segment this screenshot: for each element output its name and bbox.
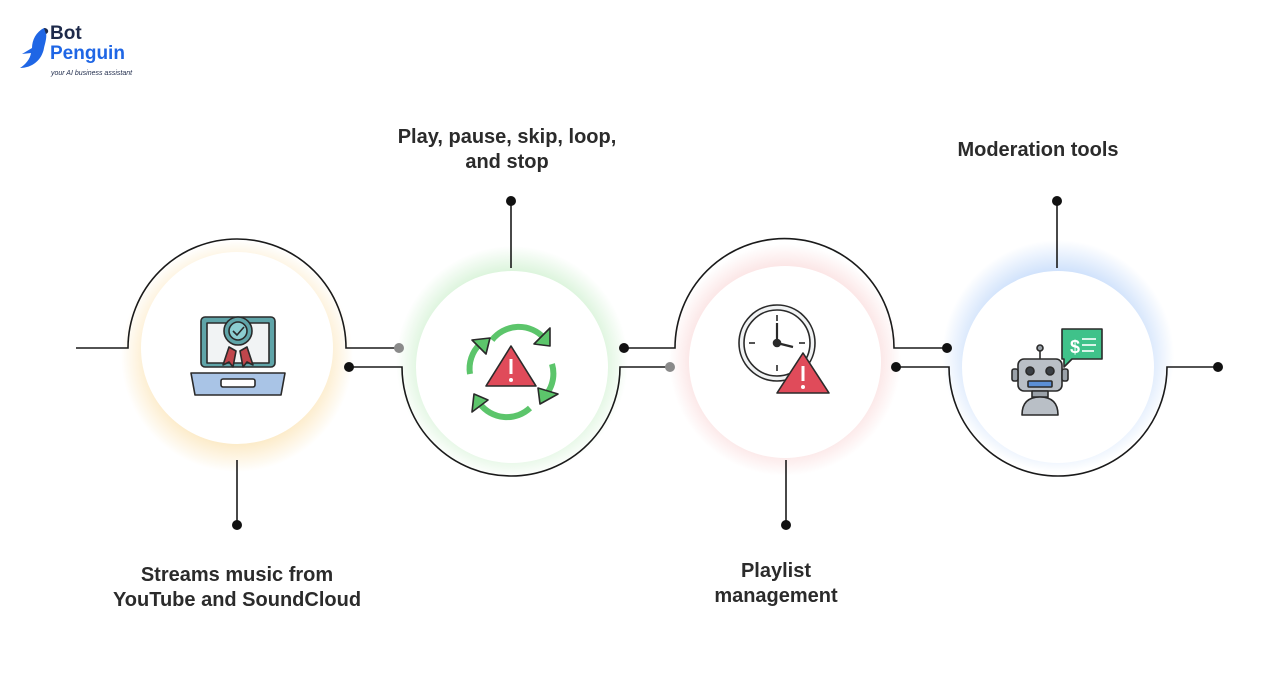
label-playlist-line2: management [714,585,838,607]
brand-name-line1: Bot [50,23,82,44]
brand-tagline: your AI business assistant [51,70,133,77]
label-streams-line2: YouTube and SoundCloud [112,589,362,611]
laptop-award-icon [190,316,286,396]
label-controls-line1: Play, pause, skip, loop, [397,126,617,148]
label-moderation-line1: Moderation tools [957,139,1119,161]
clock-warning-icon [738,304,830,394]
label-streams: Streams music from YouTube and SoundClou… [82,563,392,613]
label-moderation: Moderation tools [918,138,1158,163]
connector-lines [76,201,1218,525]
label-controls: Play, pause, skip, loop, and stop [362,125,652,175]
label-playlist-line1: Playlist [740,560,812,582]
refresh-warning-icon [466,323,559,421]
connector-dots [232,196,1223,530]
svg-text:$: $ [1070,337,1080,357]
label-streams-line1: Streams music from [140,564,334,586]
label-controls-line2: and stop [465,151,549,173]
label-playlist: Playlist management [666,559,886,609]
botpenguin-logo: Bot Penguin your AI business assistant [18,24,158,84]
penguin-logo-icon [20,28,49,68]
robot-chat-icon: $ [1011,328,1103,416]
brand-name-line2: Penguin [50,43,125,64]
